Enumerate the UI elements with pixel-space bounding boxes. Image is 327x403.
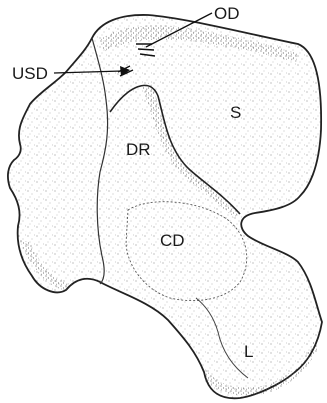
label-dr: DR [126,140,151,159]
label-l: L [244,342,253,361]
label-od: OD [214,4,240,23]
label-usd: USD [12,64,48,83]
label-s: S [230,103,241,122]
label-cd: CD [160,231,185,250]
